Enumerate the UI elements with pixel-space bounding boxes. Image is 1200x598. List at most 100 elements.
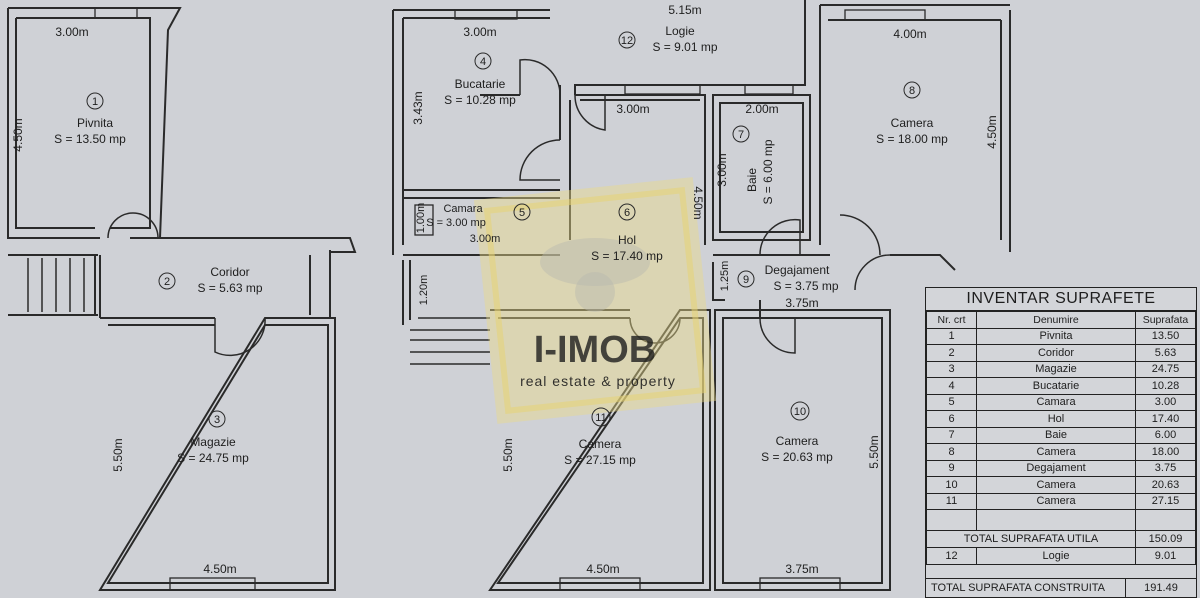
room-number: 3 [214,414,220,426]
row-nr: 9 [926,459,977,477]
watermark: I-IMOB real estate & property [473,177,717,424]
dimension: 3.00m [715,153,729,186]
row-suprafata: 13.50 [1135,327,1196,345]
room-name: Camera [891,116,934,130]
row-nr: 4 [926,377,977,395]
total-constr-label: TOTAL SUPRAFATA CONSTRUITA [926,579,1126,597]
eagle-icon [540,238,650,286]
row-suprafata: 10.28 [1135,377,1196,395]
header-nr: Nr. crt [926,311,977,329]
row-suprafata: 24.75 [1135,360,1196,378]
logie-value: 9.01 [1135,547,1196,565]
inventory-header-row: Nr. crt Denumire Suprafata [926,311,1196,329]
room-number: 11 [595,412,606,424]
row-nr: 3 [926,360,977,378]
dimension: 3.75m [785,296,818,310]
inventory-table: INVENTAR SUPRAFETE Nr. crt Denumire Supr… [925,287,1197,598]
logie-row: 12 Logie 9.01 [926,547,1196,565]
dimension-labels: 3.00m 4.50m 4.50m 5.50m 3.00m 3.43m 1.00… [11,3,999,576]
row-denumire: Baie [976,426,1136,444]
row-denumire: Camera [976,492,1136,510]
row-denumire: Camara [976,393,1136,411]
room-number: 7 [738,129,744,141]
windows [94,7,926,591]
row-denumire: Coridor [976,344,1136,362]
door-swings [107,58,891,357]
dimension: 4.50m [11,118,25,151]
watermark-tagline: real estate & property [520,373,676,389]
dimension: 3.00m [463,25,496,39]
dimension: 1.20m [418,275,430,306]
room-number-circles [86,31,921,428]
dimension: 5.50m [111,438,125,471]
room-labels: 1 Pivnita S = 13.50 mp 2 Coridor S = 5.6… [54,24,948,467]
row-suprafata: 18.00 [1135,443,1196,461]
dimension: 4.50m [691,186,705,219]
row-denumire: Camera [976,443,1136,461]
total-util-row: TOTAL SUPRAFATA UTILA 150.09 [926,530,1196,548]
room-number: 10 [794,406,806,418]
dimension: 3.00m [470,233,501,245]
room-number: 6 [624,207,630,219]
dimension: 5.50m [867,435,881,468]
dimension: 1.00m [415,203,427,234]
room-area: S = 9.01 mp [652,40,717,54]
room-name: Camera [776,434,819,448]
room-name: Hol [618,233,636,247]
room-area: S = 3.75 mp [773,279,838,293]
room-name: Magazie [190,435,236,449]
inventory-title: INVENTAR SUPRAFETE [926,288,1196,311]
dimension: 1.25m [719,261,731,292]
row-denumire: Magazie [976,360,1136,378]
room-number: 8 [909,85,915,97]
row-nr: 7 [926,426,977,444]
row-denumire: Bucatarie [976,377,1136,395]
room-area: S = 17.40 mp [591,249,663,263]
room-area: S = 3.00 mp [426,217,486,229]
dimension: 4.00m [893,27,926,41]
total-util-value: 150.09 [1135,530,1196,548]
row-suprafata: 3.75 [1135,459,1196,477]
row-nr: 11 [926,492,977,510]
watermark-brand: I-IMOB [534,329,656,371]
room-area: S = 24.75 mp [177,451,249,465]
row-suprafata: 17.40 [1135,410,1196,428]
room-area: S = 13.50 mp [54,132,126,146]
total-util-label: TOTAL SUPRAFATA UTILA [926,530,1136,548]
dimension: 5.15m [668,3,701,17]
room-number: 5 [519,207,525,219]
dimension: 3.75m [785,562,818,576]
dimension: 5.50m [501,438,515,471]
logie-label: Logie [976,547,1136,565]
row-nr: 8 [926,443,977,461]
total-constr-value: 191.49 [1144,582,1178,594]
row-denumire: Pivnita [976,327,1136,345]
room-name: Pivnita [77,116,113,130]
total-constr-row: TOTAL SUPRAFATA CONSTRUITA 191.49 [926,578,1196,597]
room-area: S = 5.63 mp [197,281,262,295]
logie-nr: 12 [926,547,977,565]
row-nr: 5 [926,393,977,411]
room-name: Camara [443,203,483,215]
row-suprafata: 20.63 [1135,476,1196,494]
room-number: 12 [621,35,633,47]
stairs-entrance [410,317,490,365]
room-area: S = 27.15 mp [564,453,636,467]
room-name: Bucatarie [455,77,506,91]
row-suprafata: 6.00 [1135,426,1196,444]
inventory-spacer-row [926,509,1196,531]
dimension: 4.50m [203,562,236,576]
header-suprafata: Suprafata [1135,311,1196,329]
room-number: 9 [743,274,749,286]
